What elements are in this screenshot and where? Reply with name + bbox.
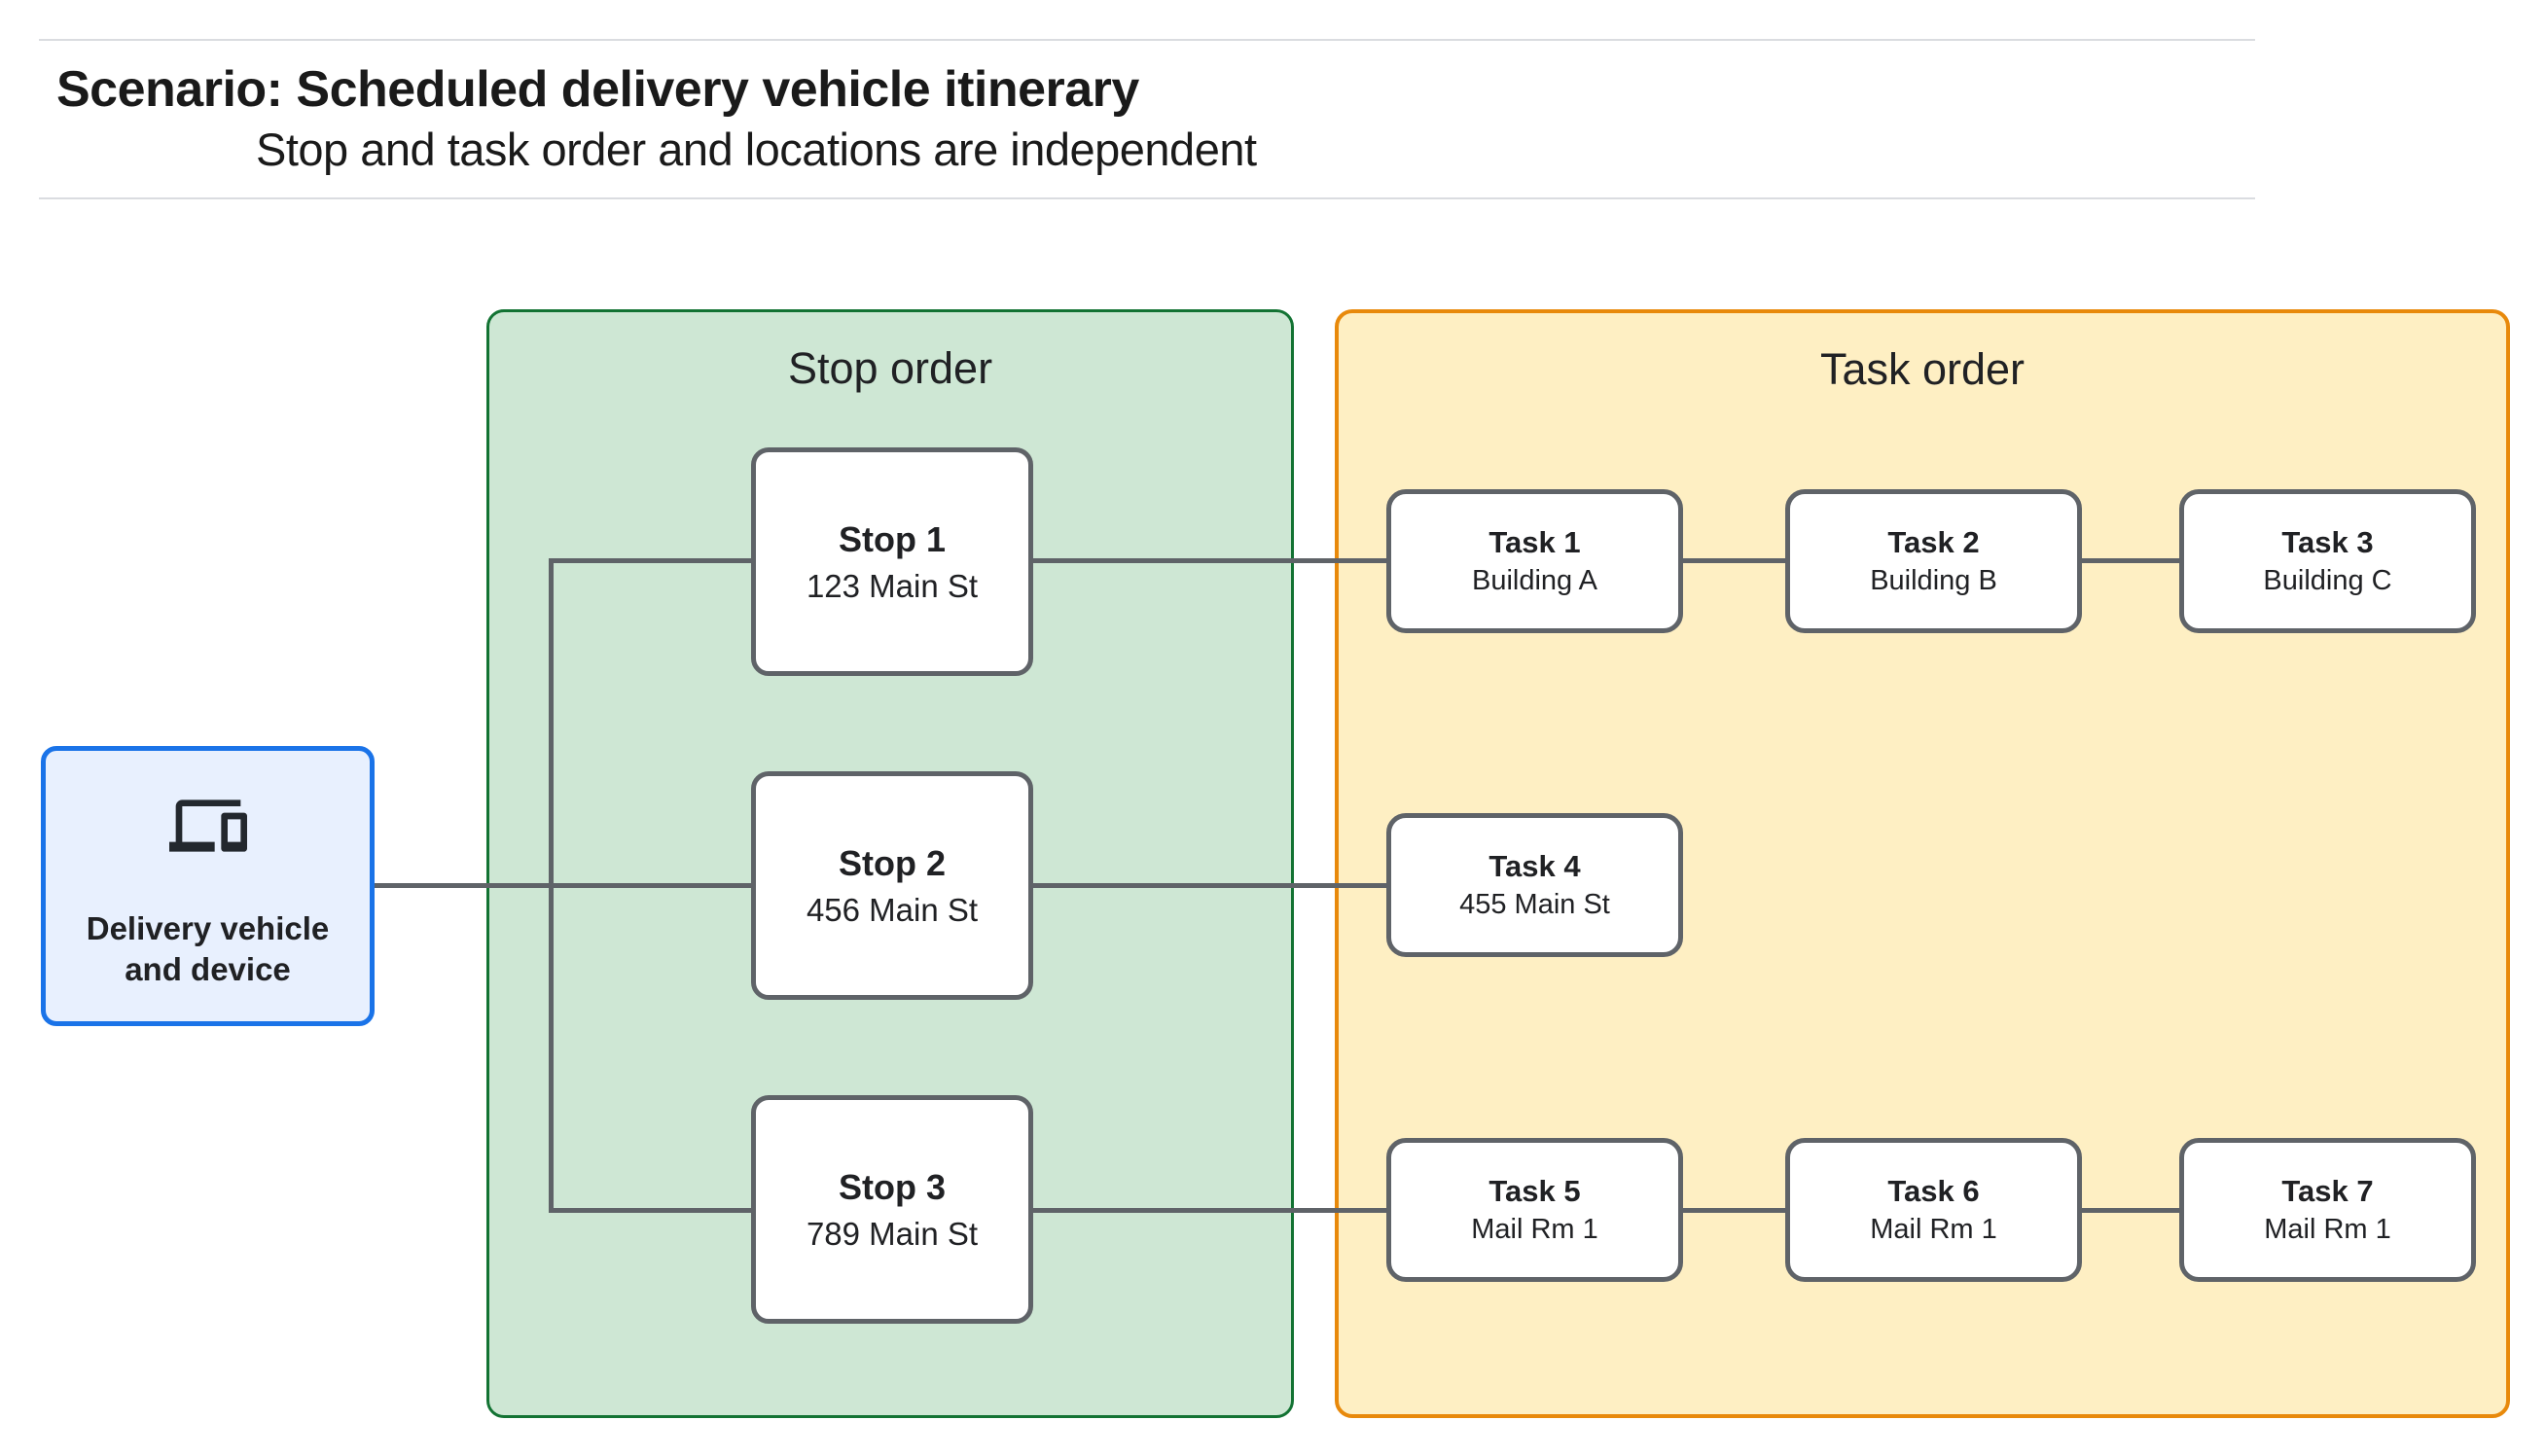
connector-task1-to-task2 [1683, 558, 1785, 563]
task-node-2: Task 2 Building B [1785, 489, 2082, 633]
task-name: Task 6 [1887, 1174, 1980, 1208]
connector-task5-to-task6 [1683, 1208, 1785, 1213]
divider-top [39, 39, 2255, 41]
task-node-7: Task 7 Mail Rm 1 [2179, 1138, 2476, 1282]
task-location: Building A [1472, 565, 1597, 596]
connector-stop2-to-task4 [1033, 883, 1386, 888]
task-name: Task 2 [1887, 525, 1980, 559]
stop-order-panel-title: Stop order [787, 343, 993, 393]
task-location: Mail Rm 1 [1471, 1214, 1598, 1245]
connector-stop3-to-task5 [1033, 1208, 1386, 1213]
delivery-vehicle-node: Delivery vehicle and device [41, 746, 375, 1026]
stop-name: Stop 3 [838, 1166, 946, 1207]
stop-node-3: Stop 3 789 Main St [751, 1095, 1033, 1324]
stop-node-2: Stop 2 456 Main St [751, 771, 1033, 1000]
stop-name: Stop 2 [838, 842, 946, 883]
delivery-vehicle-label: Delivery vehicle and device [86, 909, 330, 987]
task-name: Task 1 [1488, 525, 1581, 559]
connector-trunk-vertical [549, 558, 554, 1213]
connector-task6-to-task7 [2082, 1208, 2179, 1213]
task-location: Mail Rm 1 [1870, 1214, 1997, 1245]
stop-location: 123 Main St [806, 567, 979, 604]
task-location: 455 Main St [1459, 889, 1610, 920]
task-name: Task 7 [2281, 1174, 2374, 1208]
task-location: Mail Rm 1 [2264, 1214, 2391, 1245]
task-node-5: Task 5 Mail Rm 1 [1386, 1138, 1683, 1282]
stop-name: Stop 1 [838, 518, 946, 559]
task-node-4: Task 4 455 Main St [1386, 813, 1683, 957]
task-node-6: Task 6 Mail Rm 1 [1785, 1138, 2082, 1282]
stop-node-1: Stop 1 123 Main St [751, 447, 1033, 676]
page-title: Scenario: Scheduled delivery vehicle iti… [56, 61, 1139, 118]
task-order-panel-title: Task order [1819, 344, 2026, 394]
task-node-1: Task 1 Building A [1386, 489, 1683, 633]
task-name: Task 4 [1488, 849, 1581, 883]
connector-trunk-to-stop1 [549, 558, 751, 563]
task-location: Building B [1870, 565, 1997, 596]
stop-location: 456 Main St [806, 891, 979, 928]
task-node-3: Task 3 Building C [2179, 489, 2476, 633]
connector-stop1-to-task1 [1033, 558, 1386, 563]
devices-icon [168, 799, 247, 852]
task-name: Task 5 [1488, 1174, 1581, 1208]
connector-trunk-to-stop3 [549, 1208, 751, 1213]
connector-task2-to-task3 [2082, 558, 2179, 563]
task-location: Building C [2263, 565, 2392, 596]
divider-bottom [39, 197, 2255, 199]
task-name: Task 3 [2281, 525, 2374, 559]
connector-device-to-stop2 [375, 883, 751, 888]
page-subtitle: Stop and task order and locations are in… [256, 124, 1257, 175]
stop-location: 789 Main St [806, 1215, 979, 1252]
